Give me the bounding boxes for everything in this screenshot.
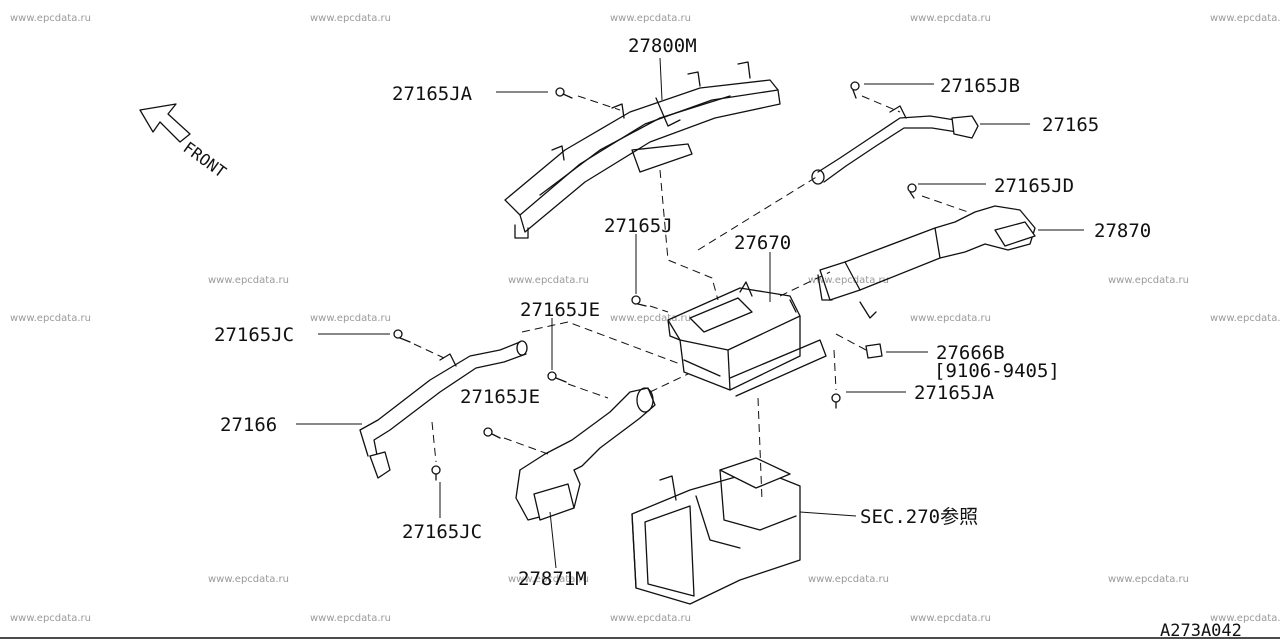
watermark: www.epcdata.ru [910, 13, 991, 24]
bolt-icon [547, 371, 567, 383]
side-duct-27165 [811, 105, 979, 185]
defroster-nozzle-27800M [504, 61, 781, 239]
label-27166: 27166 [220, 414, 277, 436]
duct-27871M [515, 387, 656, 521]
front-arrow-icon: FRONT [139, 103, 230, 182]
bolt-icon [431, 465, 441, 481]
part-labels: 27800M 27165JA 27165JB 27165 27165JD 278… [214, 35, 1151, 590]
duct-27870 [817, 205, 1036, 319]
label-27871M: 27871M [518, 568, 587, 590]
label-27165JE-upper: 27165JE [520, 299, 600, 321]
label-27165JA-top: 27165JA [392, 83, 473, 105]
watermark: www.epcdata.ru [10, 313, 91, 324]
watermark: www.epcdata.ru [208, 574, 289, 585]
footer: A273A042 [0, 621, 1280, 640]
label-27165JB: 27165JB [940, 75, 1020, 97]
bolt-icon [393, 329, 411, 343]
diagram-code: A273A042 [1160, 621, 1242, 640]
label-27870: 27870 [1094, 220, 1151, 242]
watermark: www.epcdata.ru [910, 613, 991, 624]
label-27165: 27165 [1042, 114, 1099, 136]
heater-unit-sec270 [631, 457, 801, 605]
label-27670: 27670 [734, 232, 791, 254]
watermark: www.epcdata.ru [808, 275, 889, 286]
leader-lines [296, 57, 1084, 569]
watermark: www.epcdata.ru [910, 313, 991, 324]
watermark: www.epcdata.ru [508, 574, 589, 585]
label-27165JC-bottom: 27165JC [402, 521, 482, 543]
bolt-icon [631, 295, 647, 307]
watermark: www.epcdata.ru [10, 613, 91, 624]
label-27800M: 27800M [628, 35, 697, 57]
watermark: www.epcdata.ru [10, 13, 91, 24]
watermark-layer: www.epcdata.ru www.epcdata.ru www.epcdat… [10, 13, 1280, 624]
watermark: www.epcdata.ru [1108, 574, 1189, 585]
watermark: www.epcdata.ru [1210, 13, 1280, 24]
watermark: www.epcdata.ru [508, 275, 589, 286]
bolt-icon [555, 87, 573, 99]
label-27165JA-right: 27165JA [914, 382, 995, 404]
label-27165J: 27165J [604, 215, 673, 237]
center-box-27670 [667, 281, 827, 397]
front-label: FRONT [180, 138, 230, 182]
label-27165JD: 27165JD [994, 175, 1074, 197]
label-27165JE-lower: 27165JE [460, 386, 540, 408]
watermark: www.epcdata.ru [610, 13, 691, 24]
label-27165JC-left: 27165JC [214, 324, 294, 346]
label-sec270: SEC.270参照 [860, 506, 978, 528]
watermark: www.epcdata.ru [808, 574, 889, 585]
assembly-lines [413, 95, 969, 501]
watermark: www.epcdata.ru [310, 613, 391, 624]
label-27666B-range: [9106-9405] [934, 360, 1060, 382]
watermark: www.epcdata.ru [310, 13, 391, 24]
watermark: www.epcdata.ru [1108, 275, 1189, 286]
watermark: www.epcdata.ru [1210, 613, 1280, 624]
watermark: www.epcdata.ru [1210, 313, 1280, 324]
watermark: www.epcdata.ru [310, 313, 391, 324]
watermark: www.epcdata.ru [208, 275, 289, 286]
watermark: www.epcdata.ru [610, 613, 691, 624]
bolt-icon [483, 427, 501, 439]
bolt-icon [850, 81, 860, 99]
label-27666B: 27666B [936, 342, 1005, 364]
watermark: www.epcdata.ru [610, 313, 691, 324]
clip-icon [865, 343, 883, 359]
bolt-icon [907, 183, 917, 199]
bolt-icon [831, 393, 841, 409]
side-duct-27166 [359, 340, 528, 479]
